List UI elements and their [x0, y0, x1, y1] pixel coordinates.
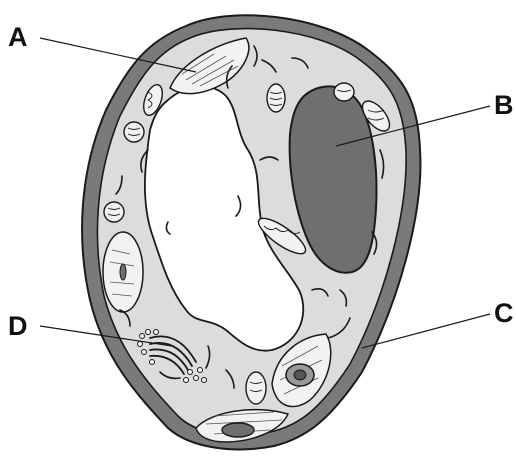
mitochondrion [267, 84, 285, 112]
label-a: A [8, 24, 28, 51]
mitochondrion [246, 372, 266, 404]
label-d: D [8, 313, 28, 340]
mitochondrion [124, 122, 144, 142]
chloroplast-lower-left [103, 232, 143, 312]
label-b: B [494, 92, 514, 119]
mitochondrion [334, 83, 354, 101]
label-c: C [494, 300, 514, 327]
mitochondrion [104, 202, 124, 222]
